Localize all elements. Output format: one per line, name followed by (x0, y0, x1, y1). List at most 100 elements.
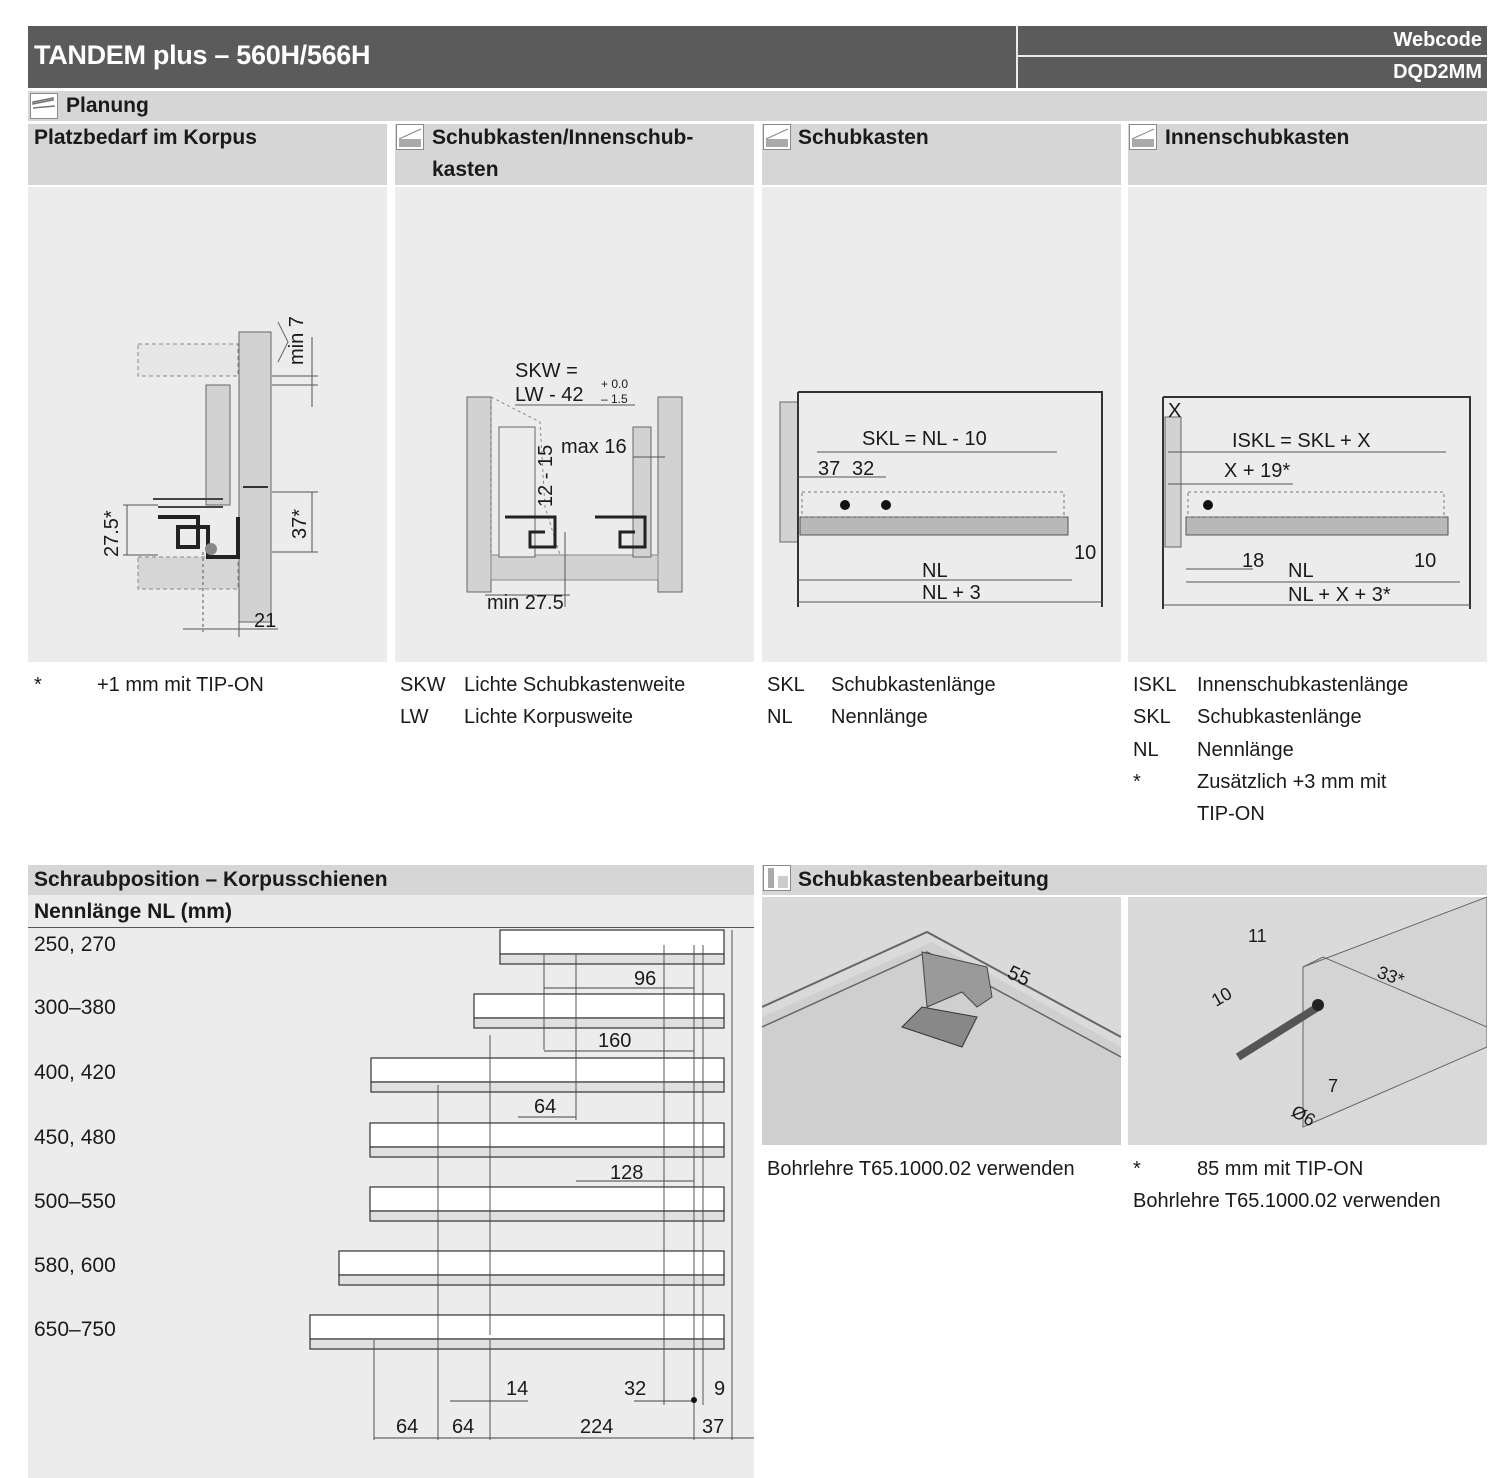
dim-96: 96 (634, 968, 656, 990)
planung-section-bar (28, 91, 1487, 121)
nl-row-label: 580, 600 (34, 1254, 116, 1277)
col4-legend: ISKL Innenschubkastenlänge SKL Schubkast… (1133, 674, 1487, 834)
rail-650-base (309, 1338, 725, 1350)
dim-nl: NL (922, 560, 948, 582)
nl-row-label: 650–750 (34, 1318, 116, 1341)
dim-224: 224 (580, 1416, 613, 1438)
schraub-subtitle: Nennlänge NL (mm) (34, 900, 232, 923)
legend-text: Lichte Schubkastenweite (464, 674, 686, 696)
col1-diagram-panel: min 7 27.5* 37* 21 (28, 187, 387, 662)
drilling-jig-illustration: 55 (761, 930, 1122, 1145)
rail-500 (369, 1186, 725, 1212)
legend-abbr: LW (400, 706, 429, 728)
legend-abbr: ISKL (1133, 674, 1177, 696)
nl-row-label: 250, 270 (34, 933, 116, 956)
drill-depth-illustration: 11 33* 10 7 Ø6 (1208, 896, 1488, 1130)
dim-128: 128 (610, 1162, 643, 1184)
dim-9: 9 (714, 1378, 725, 1400)
webcode-divider (1016, 26, 1018, 88)
dim-12-15: 12 - 15 (535, 445, 557, 507)
rail-500-base (369, 1210, 725, 1222)
jig-note-right: Bohrlehre T65.1000.02 verwenden (1133, 1190, 1441, 1212)
dim-nlx3: NL + X + 3* (1288, 584, 1391, 606)
dim-nl3: NL + 3 (922, 582, 981, 604)
col3-title: Schubkasten (798, 126, 929, 149)
cabinet-space-diagram: min 7 27.5* 37* 21 (101, 316, 318, 637)
dim-lw42: LW - 42 (515, 384, 584, 406)
rail-580-base (338, 1274, 725, 1286)
dim-7: 7 (1328, 1076, 1338, 1096)
legend-abbr: NL (767, 706, 793, 728)
bearbeitung-title: Schubkastenbearbeitung (798, 868, 1049, 891)
col3-legend: SKL Schubkastenlänge NL Nennlänge (767, 674, 1117, 744)
dim-10: 10 (1414, 550, 1436, 572)
legend-text: Schubkastenlänge (1197, 706, 1362, 728)
legend-abbr: SKL (767, 674, 805, 696)
col3-header (762, 124, 1121, 185)
col1-legend: * +1 mm mit TIP-ON (34, 674, 384, 714)
dim-10: 10 (1074, 542, 1096, 564)
planung-title: Planung (66, 94, 149, 117)
bearbeitung-section-bar (762, 865, 1487, 895)
jig-note-left: Bohrlehre T65.1000.02 verwenden (767, 1158, 1075, 1180)
rail-250-base (499, 953, 725, 965)
rail-300-base (473, 1017, 725, 1029)
col4-diagram-panel: X ISKL = SKL + X X + 19* 18 10 NL NL + X… (1128, 187, 1487, 662)
nl-row-label: 300–380 (34, 996, 116, 1019)
nl-row-label: 400, 420 (34, 1061, 116, 1084)
webcode-value[interactable]: DQD2MM (1393, 61, 1482, 83)
legend-text: Nennlänge (1197, 739, 1294, 761)
drill-icon (763, 865, 791, 891)
rail-580 (338, 1250, 725, 1276)
rail-450 (369, 1122, 725, 1148)
dim-skl: SKL = NL - 10 (862, 428, 987, 450)
dim-64-mid: 64 (452, 1416, 474, 1438)
col2-title-line1: Schubkasten/Innenschub- (432, 126, 694, 149)
inner-drawer-icon (1129, 124, 1157, 150)
legend-text: Lichte Korpusweite (464, 706, 633, 728)
dim-x19: X + 19* (1224, 460, 1290, 482)
drawer-section-icon (396, 124, 424, 150)
legend-abbr: * (1133, 771, 1141, 793)
col2-header (395, 124, 754, 185)
page-title: TANDEM plus – 560H/566H (34, 40, 371, 70)
planning-icon (30, 93, 58, 119)
rail-screw-positions-diagram: 96 160 64 128 14 32 9 64 64 224 37 (309, 929, 754, 1440)
dim-max16: max 16 (561, 436, 627, 458)
rail-400-base (370, 1081, 725, 1093)
dim-27-5: 27.5* (101, 510, 123, 557)
nl-row-label: 450, 480 (34, 1126, 116, 1149)
webcode-divider-line (1018, 55, 1487, 57)
dim-nl: NL (1288, 560, 1314, 582)
webcode-label: Webcode (1393, 29, 1482, 51)
legend-abbr: * (34, 674, 42, 696)
dim-18: 18 (1242, 550, 1264, 572)
drilling-jig-panel: 55 (761, 897, 1122, 1145)
drawer-width-diagram: SKW = LW - 42 + 0.0 – 1.5 max 16 12 - 15… (466, 360, 683, 614)
schraub-rule (28, 927, 754, 928)
dim-32: 32 (852, 458, 874, 480)
col1-title: Platzbedarf im Korpus (34, 126, 257, 149)
dim-min7: min 7 (286, 316, 308, 365)
schraub-section-bar (28, 865, 754, 895)
dim-iskl: ISKL = SKL + X (1232, 430, 1371, 452)
dim-x: X (1168, 400, 1181, 422)
dim-160: 160 (598, 1030, 631, 1052)
legend-text: Schubkastenlänge (831, 674, 996, 696)
dim-tolerance-minus: – 1.5 (601, 392, 628, 406)
col3-diagram-panel: SKL = NL - 10 37 32 10 NL NL + 3 (762, 187, 1121, 662)
col2-diagram-panel: SKW = LW - 42 + 0.0 – 1.5 max 16 12 - 15… (395, 187, 754, 662)
drill-depth-panel: 11 33* 10 7 Ø6 (1128, 896, 1488, 1145)
dim-37: 37* (289, 509, 311, 539)
dim-32: 32 (624, 1378, 646, 1400)
tipon-note-asterisk: * (1133, 1158, 1141, 1180)
rail-300 (473, 993, 725, 1019)
dim-64: 64 (534, 1096, 556, 1118)
dim-min27-5: min 27.5 (487, 592, 564, 614)
dim-64-left: 64 (396, 1416, 418, 1438)
nl-row-label: 500–550 (34, 1190, 116, 1213)
dim-21: 21 (254, 610, 276, 632)
dim-tolerance-plus: + 0.0 (601, 377, 628, 391)
col2-title-line2: kasten (432, 158, 499, 181)
dim-14: 14 (506, 1378, 528, 1400)
